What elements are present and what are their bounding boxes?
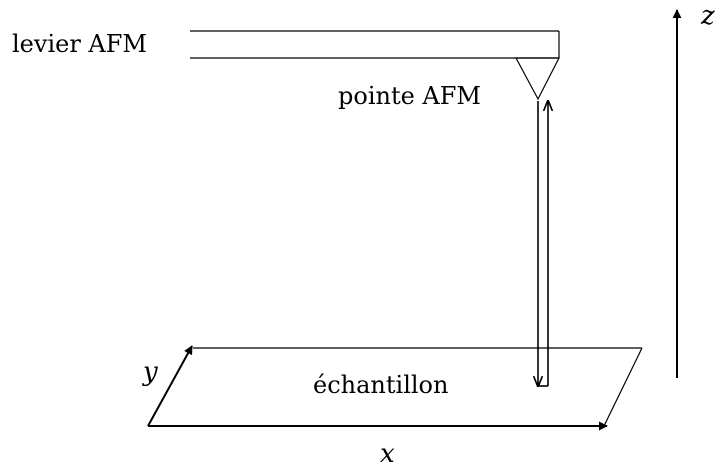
tip-triangle: [514, 57, 560, 101]
probe-travel-arrows: [538, 101, 548, 386]
y-axis-arrow: [147, 345, 193, 427]
x-axis-label: x: [380, 439, 395, 466]
sample-label: échantillon: [313, 371, 448, 399]
y-axis-label: y: [142, 357, 158, 387]
z-axis-label: z: [700, 1, 715, 31]
sample-plane: [193, 347, 643, 427]
tip-label: pointe AFM: [338, 82, 481, 110]
cantilever: [190, 30, 560, 59]
cantilever-label: levier AFM: [12, 30, 147, 58]
